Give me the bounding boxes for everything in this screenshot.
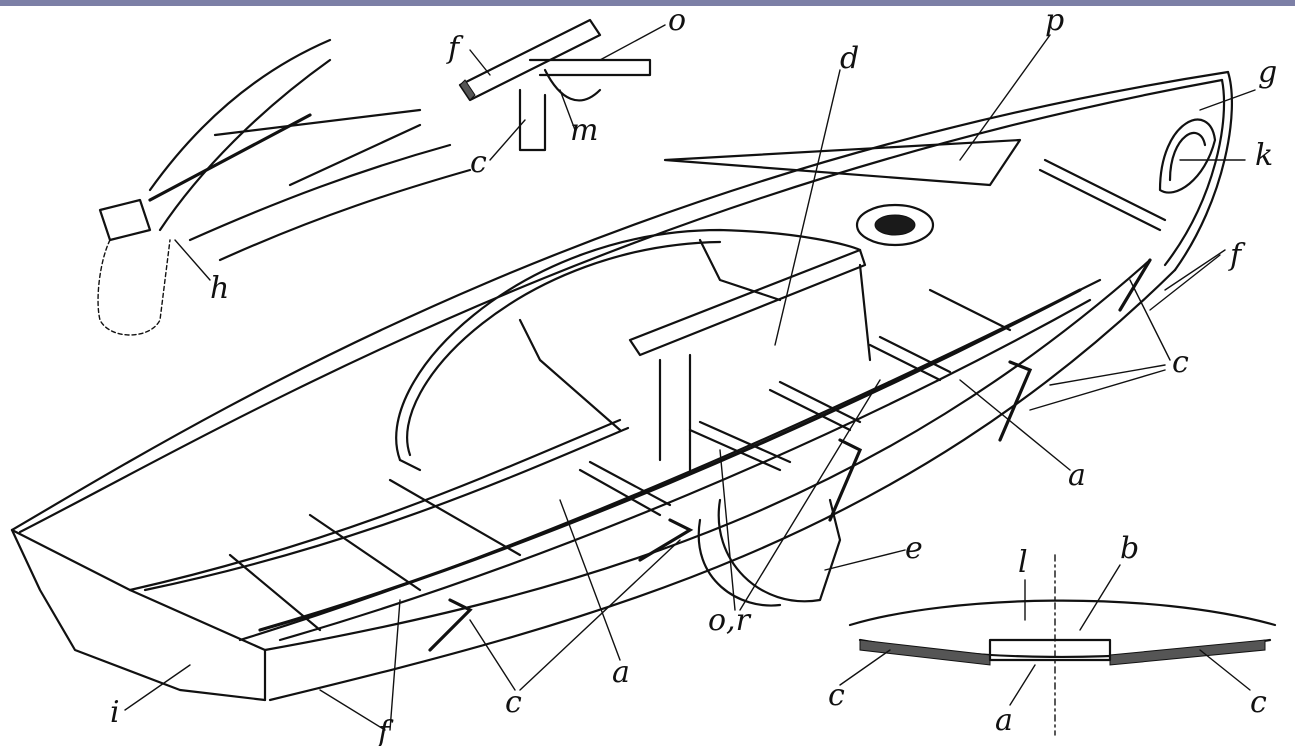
label-b: b <box>1120 531 1139 566</box>
cockpit-coaming <box>395 228 862 472</box>
label-h: h <box>210 271 229 306</box>
label-f-right: f <box>1228 238 1246 273</box>
label-o-top: o <box>668 3 686 38</box>
label-a-right: a <box>1068 458 1086 493</box>
label-l: l <box>1018 545 1028 580</box>
floor-battens <box>228 158 1167 632</box>
label-d: d <box>840 41 859 76</box>
label-c-section-left: c <box>828 678 845 713</box>
leader-lines <box>124 24 1256 731</box>
label-f-top: f <box>446 31 464 66</box>
label-a-bottom: a <box>612 655 630 690</box>
label-k: k <box>1255 138 1273 173</box>
label-c-section-right: c <box>1250 685 1267 720</box>
label-c-right: c <box>1172 345 1189 380</box>
label-a-section: a <box>995 703 1013 738</box>
hull-outline <box>10 70 1233 702</box>
centreboard-case <box>628 248 872 472</box>
frames <box>428 238 1152 652</box>
label-e: e <box>905 531 923 566</box>
mast-hole <box>855 203 935 247</box>
centreboard <box>697 498 842 607</box>
label-c-top: c <box>470 145 487 180</box>
mast-partner-detail <box>458 18 652 152</box>
label-or: o,r <box>708 603 752 638</box>
label-c-bottom: c <box>505 685 522 720</box>
cross-section-detail <box>848 554 1277 736</box>
keel-and-floor <box>238 278 1102 642</box>
diagram-labels: p g k f c a d e o f m c h o,r a c f i l … <box>110 3 1277 746</box>
foredeck-panel <box>663 138 1022 187</box>
label-i: i <box>110 695 120 730</box>
rudder-detail <box>97 38 472 336</box>
label-m: m <box>570 113 598 148</box>
bow-breasthook <box>1158 118 1217 194</box>
label-g: g <box>1258 55 1277 90</box>
window-top-border <box>0 0 1295 6</box>
label-p: p <box>1045 3 1064 38</box>
